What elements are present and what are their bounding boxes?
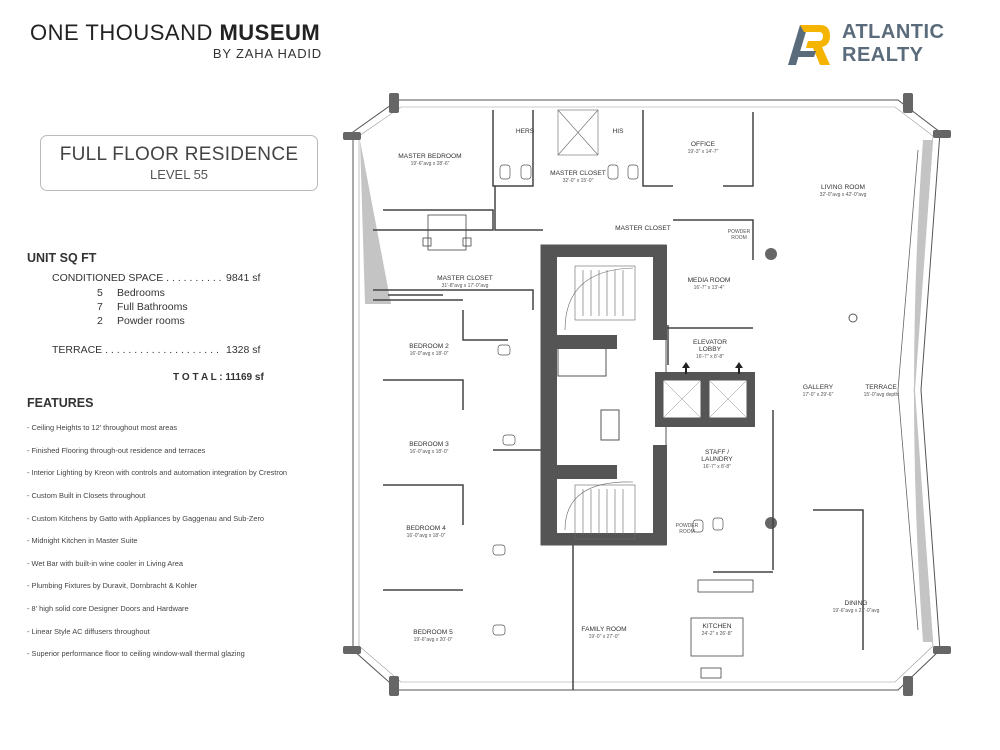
room-dim-bedroom-5: 19'-6"avg x 20'-0" (414, 637, 453, 643)
room-name-media-room: MEDIA ROOM (688, 277, 731, 284)
room-dim-media-room: 16'-7" x 13'-4" (694, 285, 725, 291)
bedrooms-label: Bedrooms (117, 287, 165, 299)
logo-line-1: ATLANTIC (842, 21, 945, 43)
building-outline (352, 99, 941, 691)
room-name-family-room: FAMILY ROOM (581, 626, 626, 633)
terrace-label: TERRACE . . . . . . . . . . . . . . . . … (52, 344, 219, 356)
room-dim-terrace: 15'-0"avg depth (864, 392, 899, 398)
feature-item: - Ceiling Heights to 12' throughout most… (27, 423, 178, 432)
kitchen-island (690, 579, 754, 679)
elevators (655, 362, 755, 427)
logo-line-2: REALTY (842, 44, 924, 66)
bedrooms-count: 5 (97, 287, 103, 299)
room-name-master-bedroom: MASTER BEDROOM (398, 153, 461, 160)
left-wedge-glazing (360, 140, 391, 304)
room-name-living-room: LIVING ROOM (821, 184, 865, 191)
bathrooms-count: 7 (97, 301, 103, 313)
room-name-master-closet-small: MASTER CLOSET (615, 225, 671, 232)
feature-item: - Midnight Kitchen in Master Suite (27, 536, 138, 545)
room-dim-family-room: 19'-0" x 27'-0" (589, 634, 620, 640)
room-dim-master-bedroom: 19'-6"avg x 28'-6" (411, 161, 450, 167)
feature-item: - Interior Lighting by Kreon with contro… (27, 468, 288, 477)
unit-heading: UNIT SQ FT (27, 251, 97, 265)
room-name-bedroom-3: BEDROOM 3 (409, 441, 449, 448)
feature-item: - Superior performance floor to ceiling … (27, 649, 245, 658)
room-dim-kitchen: 24'-2" x 26'-8" (702, 631, 733, 637)
stairs (564, 265, 636, 540)
room-dim-master-closet-left: 31'-8"avg x 17'-0"avg (442, 283, 489, 289)
conditioned-label: CONDITIONED SPACE . . . . . . . . . . (52, 272, 222, 284)
feature-item: - Custom Kitchens by Gatto with Applianc… (27, 514, 265, 523)
room-name-dining: DINING (844, 600, 867, 607)
atlantic-realty-logo-icon (788, 25, 830, 65)
room-dim-living-room: 32'-0"avg x 42'-0"avg (820, 192, 867, 198)
residence-title: FULL FLOOR RESIDENCE (59, 144, 299, 165)
room-dim-bedroom-2: 16'-0"avg x 18'-0" (410, 351, 449, 357)
room-dim-staff-laundry: 16'-7" x 8'-8" (703, 464, 731, 470)
total-sqft: T O T A L : 11169 sf (173, 372, 264, 383)
brand-title-light: ONE THOUSAND (30, 20, 213, 45)
room-dim-office: 19'-3" x 14'-7" (688, 149, 719, 155)
room-name-staff-laundry: STAFF / (705, 449, 729, 456)
terrace-value: 1328 sf (226, 344, 261, 356)
conditioned-value: 9841 sf (226, 272, 261, 284)
room-name-bedroom-4: BEDROOM 4 (406, 525, 446, 532)
room-name-bedroom-5: BEDROOM 5 (413, 629, 453, 636)
room-name-hers: HERS (516, 128, 535, 135)
master-bed (422, 214, 472, 251)
room-dim-elevator-lobby: 16'-7" x 8'-8" (696, 354, 724, 360)
room-name-powder-room-top: POWDER (728, 229, 751, 235)
room-dim-master-closet: 32'-0" x 15'-0" (563, 178, 594, 184)
room-name-elevator-lobby-2: LOBBY (699, 346, 722, 353)
feature-item: - Custom Built in Closets throughout (27, 491, 146, 500)
room-name-master-closet-left: MASTER CLOSET (437, 275, 493, 282)
bathrooms-label: Full Bathrooms (117, 301, 188, 313)
brand-subtitle: BY ZAHA HADID (212, 46, 322, 61)
room-name-office: OFFICE (691, 141, 716, 148)
room-dim-gallery: 17'-0" x 29'-6" (803, 392, 834, 398)
room-name-powder-room-top-2: ROOM (731, 235, 747, 241)
room-name-gallery: GALLERY (803, 384, 834, 391)
room-name-kitchen: KITCHEN (703, 623, 732, 630)
room-name-powder-room-mid-2: ROOM (679, 529, 695, 535)
room-name-master-closet: MASTER CLOSET (550, 170, 606, 177)
feature-item: - Linear Style AC diffusers throughout (27, 627, 150, 636)
logo-text: ATLANTIC REALTY (842, 21, 945, 67)
features-heading: FEATURES (27, 396, 94, 410)
brand-title: ONE THOUSAND MUSEUM (30, 20, 320, 46)
room-name-elevator-lobby: ELEVATOR (693, 339, 727, 346)
room-dim-bedroom-4: 16'-0"avg x 18'-0" (407, 533, 446, 539)
feature-item: - Wet Bar with built-in wine cooler in L… (27, 559, 183, 568)
feature-item: - Finished Flooring through-out residenc… (27, 446, 206, 455)
room-dim-dining: 19'-6"avg x 21'-0"avg (833, 608, 880, 614)
corner-columns (343, 93, 951, 696)
fixtures (492, 164, 724, 636)
closet-island (557, 109, 599, 156)
room-name-bedroom-2: BEDROOM 2 (409, 343, 449, 350)
feature-item: - Plumbing Fixtures by Duravit, Dornbrac… (27, 581, 198, 590)
room-name-his: HIS (613, 128, 625, 135)
building-core (540, 244, 667, 546)
powder-label: Powder rooms (117, 315, 185, 327)
residence-level: LEVEL 55 (149, 167, 209, 182)
room-name-powder-room-mid: POWDER (676, 523, 699, 529)
feature-item: - 8' high solid core Designer Doors and … (27, 604, 189, 613)
brand-title-bold: MUSEUM (219, 20, 321, 45)
residence-title-box: FULL FLOOR RESIDENCE LEVEL 55 (40, 135, 318, 191)
room-dim-bedroom-3: 16'-0"avg x 18'-0" (410, 449, 449, 455)
floor-plan: MASTER BEDROOM 19'-6"avg x 28'-6" HERS H… (343, 93, 951, 696)
right-wedge-terrace (914, 140, 933, 642)
room-name-staff-laundry-2: LAUNDRY (701, 456, 733, 463)
powder-count: 2 (97, 315, 103, 327)
room-name-terrace: TERRACE (865, 384, 897, 391)
